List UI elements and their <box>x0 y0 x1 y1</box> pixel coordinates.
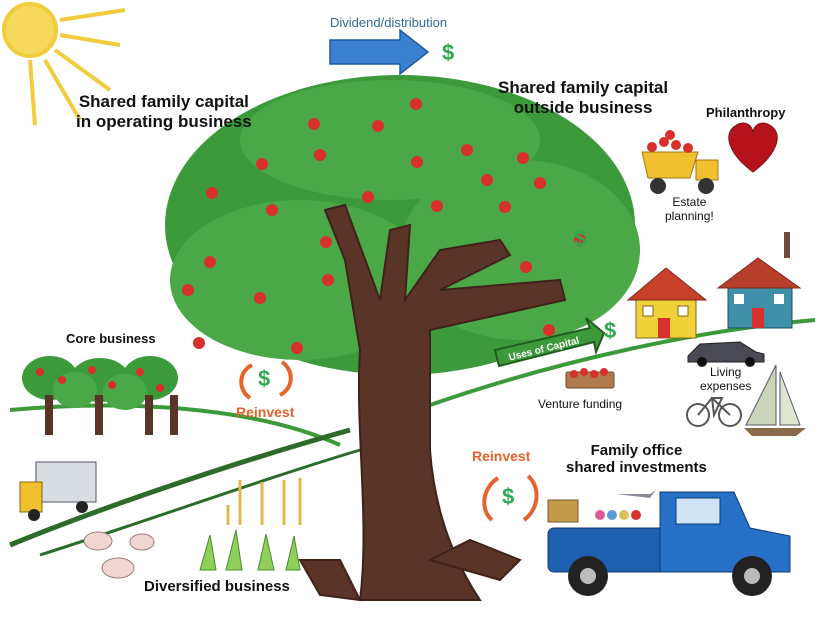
venture-basket-icon <box>565 368 615 389</box>
heart-icon <box>728 122 778 173</box>
living-expenses-label: Living expenses <box>700 365 752 393</box>
reinvest-left-arrows <box>239 360 293 400</box>
estate-dollar-icon: $ <box>574 226 587 251</box>
corn-plants-icon <box>199 529 301 571</box>
reinvest-left-dollar-icon: $ <box>258 366 271 391</box>
tree-trunk <box>298 203 567 602</box>
dividend-arrow <box>329 28 430 76</box>
car-icon <box>687 341 765 367</box>
reinvest-right-arrows <box>482 474 539 522</box>
shared-operating-label: Shared family capital in operating busin… <box>76 92 252 131</box>
reinvest-left-label: Reinvest <box>236 404 295 420</box>
pickup-truck-icon <box>547 491 791 596</box>
venture-funding-label: Venture funding <box>538 397 623 411</box>
apples <box>182 98 586 354</box>
uses-of-capital-arrow <box>493 317 606 368</box>
family-office-label: Family office shared investments <box>566 442 707 477</box>
dividend-label: Dividend/distribution <box>330 15 448 30</box>
diversified-business-label: Diversified business <box>144 578 290 595</box>
yellow-house-icon <box>626 267 708 339</box>
reinvest-right-label: Reinvest <box>472 448 531 464</box>
investment-cargo-icon <box>547 490 656 523</box>
uses-dollar-icon: $ <box>604 318 617 343</box>
sailboat-icon <box>744 364 806 436</box>
dump-truck-icon <box>641 130 719 194</box>
core-business-orchard <box>22 356 178 435</box>
estate-planning-label: Estate planning! <box>665 195 714 223</box>
bicycle-icon <box>686 396 742 427</box>
delivery-truck-icon <box>19 461 97 521</box>
wheat-icon <box>226 478 302 525</box>
philanthropy-label: Philanthropy <box>706 105 786 120</box>
core-business-label: Core business <box>66 331 156 346</box>
reinvest-right-dollar-icon: $ <box>502 484 515 509</box>
pigs-icon <box>83 531 155 579</box>
dividend-dollar-icon: $ <box>442 40 455 65</box>
blue-house-icon <box>716 232 802 329</box>
sun-icon <box>2 2 126 126</box>
shared-outside-label: Shared family capital outside business <box>498 78 669 117</box>
